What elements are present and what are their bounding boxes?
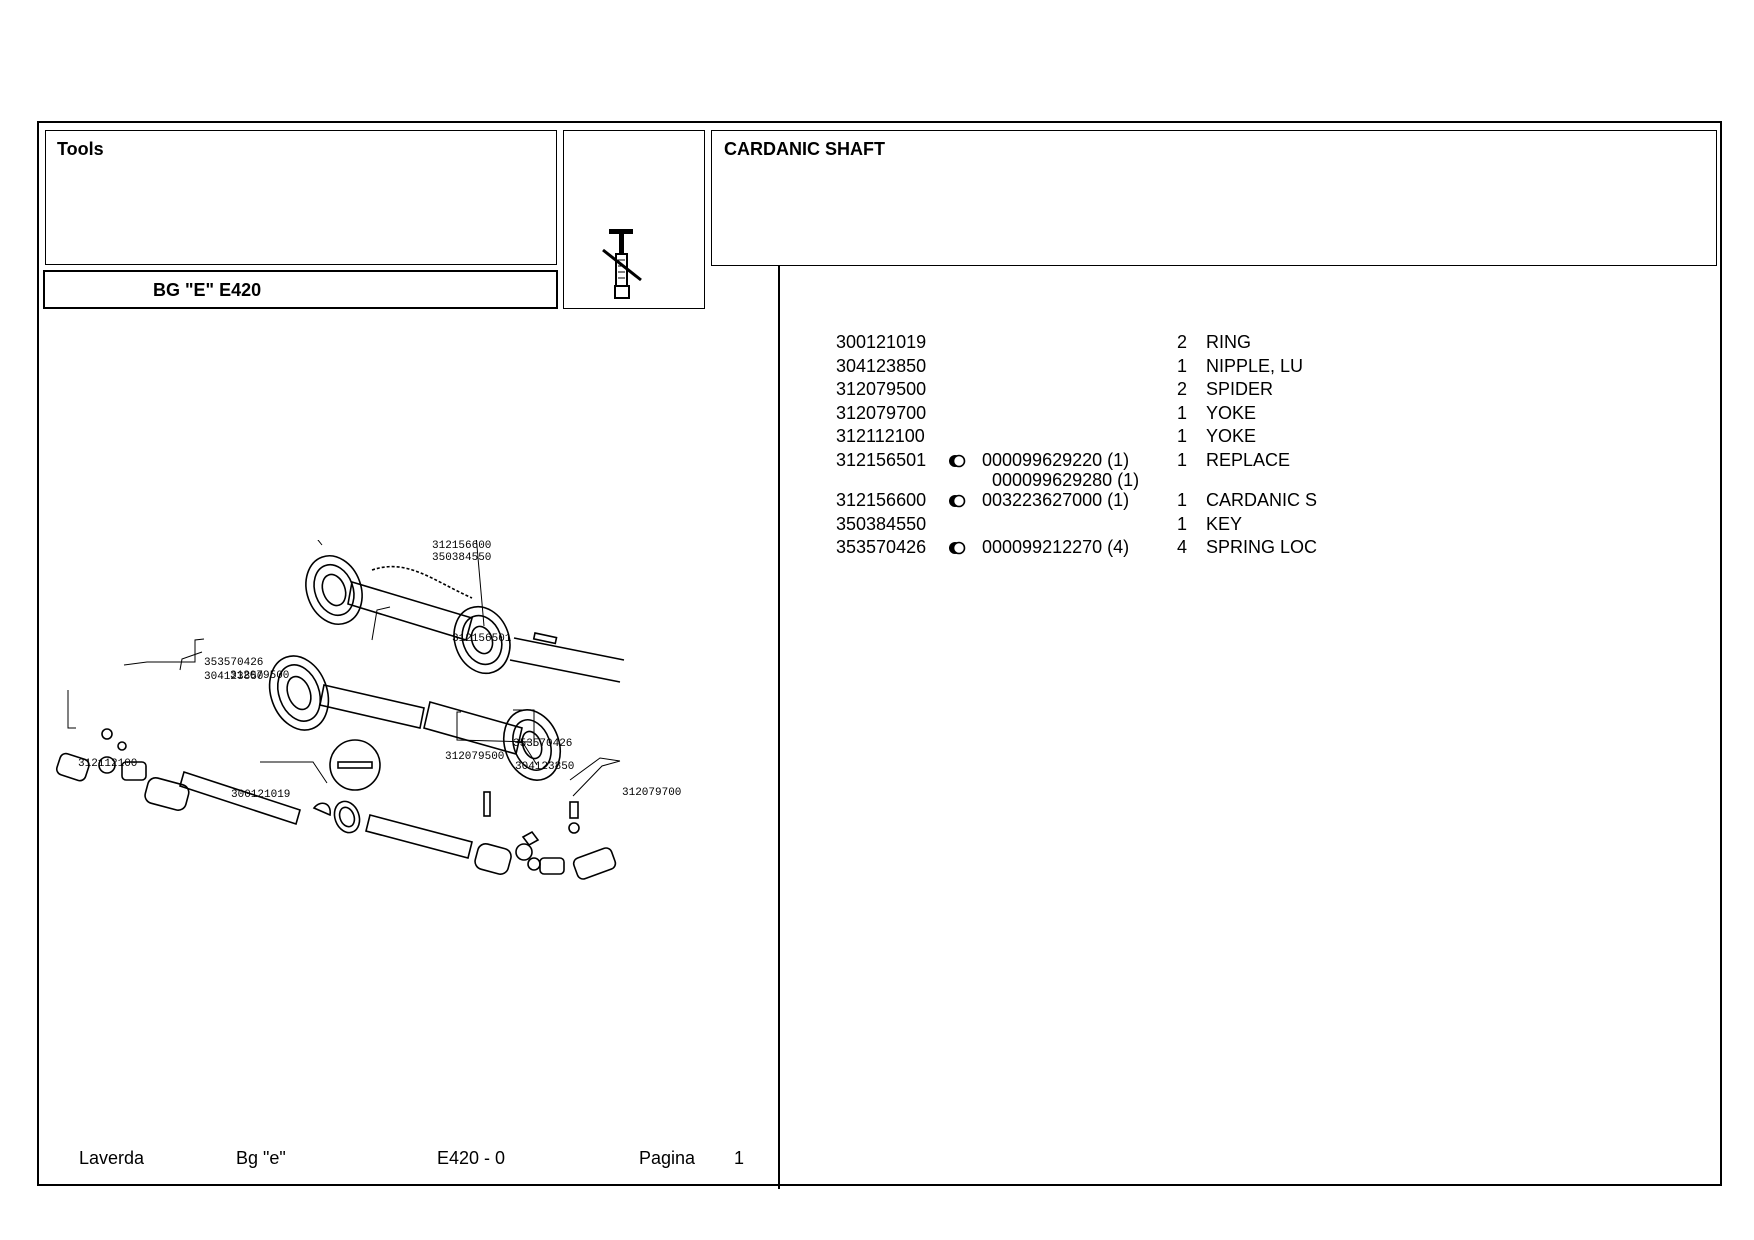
alt-code-2: 000099629280 (1): [992, 470, 1140, 490]
part-qty: 4: [1177, 537, 1188, 557]
footer-brand: Laverda: [79, 1148, 145, 1168]
part-desc: SPIDER: [1206, 379, 1274, 399]
diagram-label: 312079500: [230, 670, 289, 682]
part-desc: CARDANIC S: [1206, 490, 1318, 510]
part-desc: KEY: [1206, 513, 1243, 534]
diagram-label: 353570426: [204, 657, 263, 669]
part-code: 300121019: [836, 332, 927, 352]
section-title: Tools: [57, 139, 104, 159]
part-code: 312156600: [836, 490, 927, 510]
replacement-icon: [948, 452, 966, 473]
replacement-icon: [948, 492, 966, 513]
part-qty: 2: [1177, 332, 1188, 352]
part-desc: RING: [1206, 332, 1251, 352]
part-qty: 1: [1177, 513, 1188, 534]
footer-ref: E420 - 0: [437, 1148, 506, 1168]
diagram-label: 300121019: [231, 789, 290, 801]
column-divider: [778, 266, 780, 1189]
alt-code: 003223627000 (1): [982, 490, 1130, 510]
page-frame: [37, 121, 1722, 1186]
diagram-label: 304123850: [204, 671, 263, 683]
group-title-box: CARDANIC SHAFT: [711, 130, 1717, 266]
tool-icon: [602, 229, 642, 299]
diagram-label: 350384550: [432, 552, 491, 564]
part-code: 312156501: [836, 449, 927, 470]
part-desc: NIPPLE, LU: [1206, 355, 1304, 376]
leader-lines: [67, 540, 621, 797]
group-title: CARDANIC SHAFT: [724, 139, 885, 159]
footer-page-label: Pagina: [639, 1148, 696, 1168]
diagram-label: 353570426: [513, 738, 572, 750]
diagram-label: 312156501: [452, 633, 512, 645]
part-code: 353570426: [836, 537, 927, 557]
alt-code: 000099212270 (4): [982, 537, 1130, 557]
section-title-box: Tools: [45, 130, 557, 265]
diagram-label: 312112100: [78, 758, 137, 770]
part-qty: 1: [1177, 449, 1188, 470]
icon-box: [563, 130, 705, 309]
model-label-box: BG "E" E420: [43, 270, 558, 309]
diagram-label: 312156600: [432, 540, 491, 552]
part-qty: 1: [1177, 490, 1188, 510]
footer-page-number: 1: [734, 1148, 745, 1168]
part-qty: 1: [1177, 402, 1188, 423]
diagram-label: 304123850: [515, 761, 574, 773]
lower-assembly: [55, 728, 617, 880]
part-desc: SPRING LOC: [1206, 537, 1318, 557]
middle-shaft: [268, 655, 562, 791]
diagram-label: 312079500: [445, 751, 504, 763]
part-qty: 2: [1177, 379, 1188, 399]
part-code: 312079700: [836, 402, 927, 423]
upper-shaft: [305, 555, 625, 683]
part-qty: 1: [1177, 426, 1188, 446]
diagram-label: 312079700: [622, 787, 681, 799]
exploded-diagram: 312156600 350384550 312156501 353570426 …: [55, 540, 681, 880]
part-qty: 1: [1177, 355, 1188, 376]
part-code: 312112100: [836, 426, 925, 446]
part-desc: YOKE: [1206, 402, 1257, 423]
replacement-icon: [948, 539, 966, 560]
part-code: 350384550: [836, 513, 927, 534]
part-code: 312079500: [836, 379, 927, 399]
part-code: 304123850: [836, 355, 927, 376]
alt-code: 000099629220 (1): [982, 449, 1130, 470]
part-desc: YOKE: [1206, 426, 1257, 446]
part-desc: REPLACE: [1206, 449, 1291, 470]
model-label: BG "E" E420: [153, 280, 262, 300]
footer-model: Bg "e": [236, 1148, 286, 1168]
